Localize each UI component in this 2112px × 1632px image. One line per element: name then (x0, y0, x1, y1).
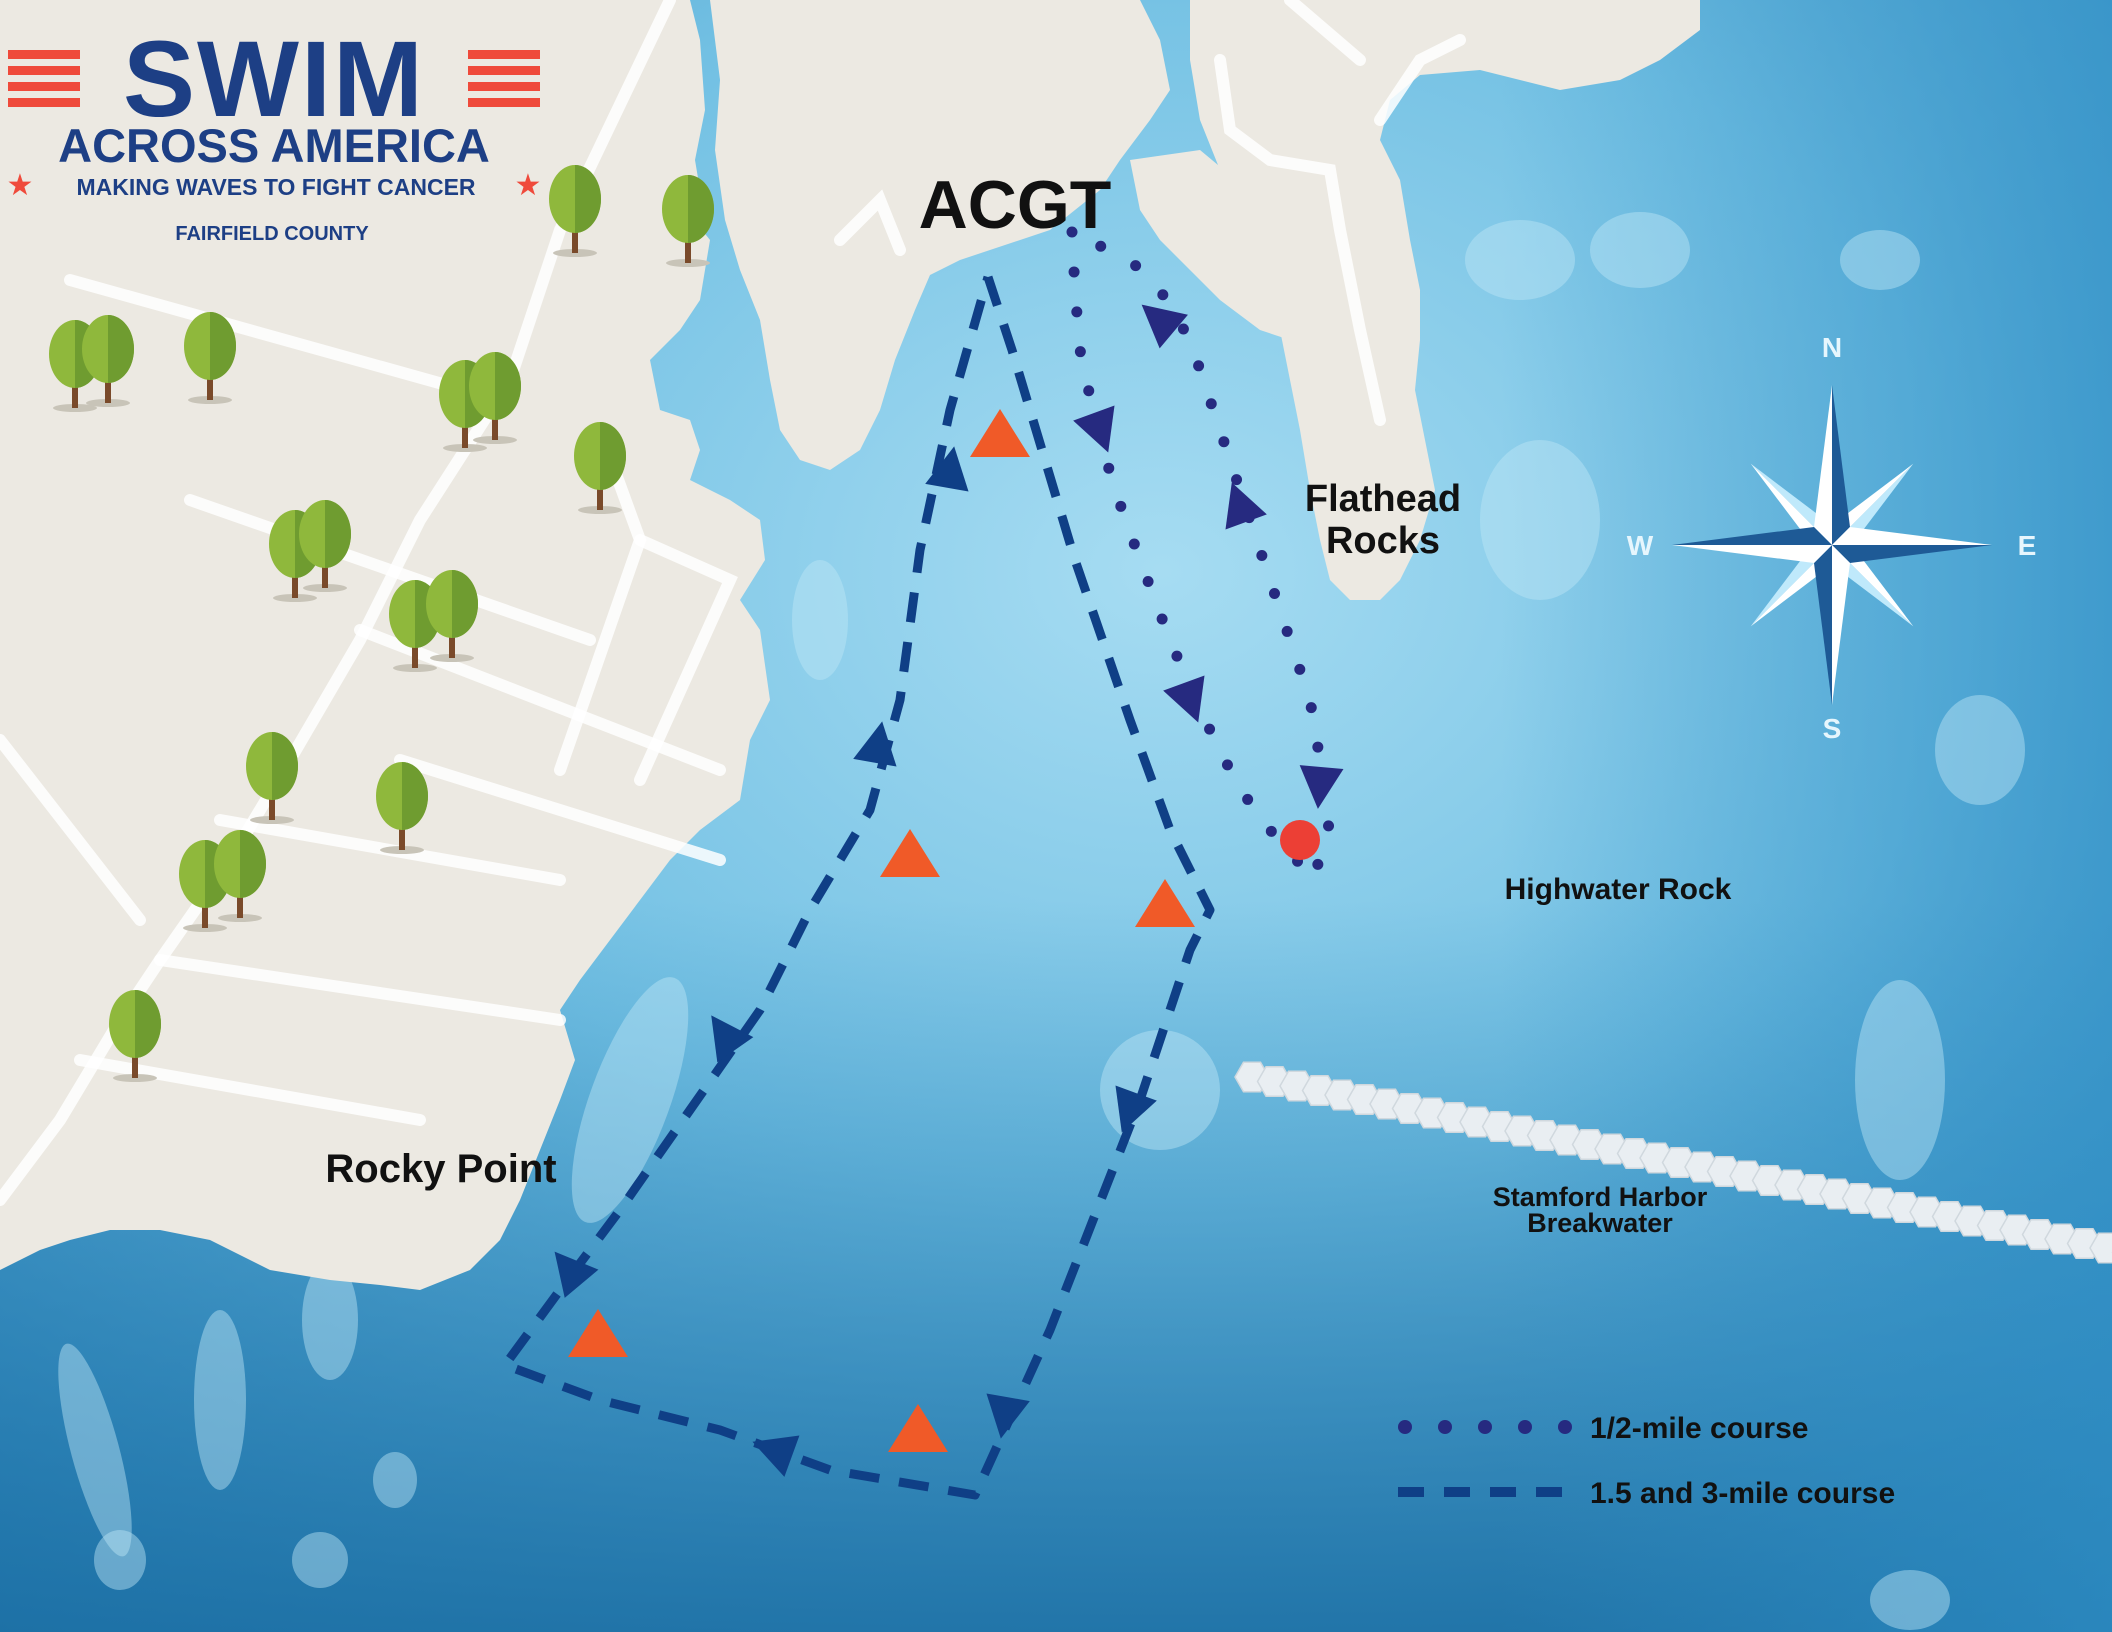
label-acgt: ACGT (919, 167, 1112, 243)
stamford-harbor-breakwater (1234, 1061, 2112, 1264)
tree-icon (549, 165, 601, 257)
highwater-rock-marker (1280, 820, 1320, 860)
compass-rose-icon: N S E W (1627, 332, 2037, 744)
label-rocky-point: Rocky Point (325, 1147, 556, 1191)
logo-star-right: ★ (515, 169, 542, 202)
logo-across-america: ACROSS AMERICA (58, 119, 490, 172)
label-breakwater-line1: Stamford Harbor (1493, 1182, 1708, 1212)
half-mile-course-route (1066, 226, 1336, 891)
tree-icon (469, 352, 521, 444)
compass-e: E (2018, 530, 2037, 561)
tree-icon (574, 422, 626, 514)
direction-arrow-icon (1225, 482, 1267, 530)
label-flathead-rocks-line2: Rocks (1326, 520, 1440, 562)
tree-icon (109, 990, 161, 1082)
long-course-route (500, 275, 1215, 1500)
tree-icon (426, 570, 478, 662)
long-course-path (500, 275, 1215, 1500)
compass-w: W (1627, 530, 1654, 561)
direction-arrow-icon (986, 1393, 1030, 1439)
direction-arrow-icon (711, 1015, 754, 1063)
legend-long-course-label: 1.5 and 3-mile course (1590, 1477, 1895, 1510)
direction-arrow-icon (1299, 765, 1344, 809)
legend: 1/2-mile course 1.5 and 3-mile course (1398, 1412, 1895, 1510)
legend-half-mile-swatch (1398, 1420, 1572, 1434)
half-mile-course-path (1066, 226, 1336, 891)
tree-icon (376, 762, 428, 854)
direction-arrow-icon (554, 1251, 599, 1298)
buoy-icon (568, 1309, 628, 1357)
buoy-icon (970, 409, 1030, 457)
direction-arrows (554, 304, 1344, 1477)
tree-icon (299, 500, 351, 592)
direction-arrow-icon (925, 446, 969, 492)
direction-arrow-icon (1141, 304, 1188, 349)
tree-icon (184, 312, 236, 404)
buoy-icon (880, 829, 940, 877)
logo-chapter: FAIRFIELD COUNTY (175, 223, 369, 245)
tree-icon (246, 732, 298, 824)
buoy-icon (888, 1404, 948, 1452)
label-highwater-rock: Highwater Rock (1505, 873, 1732, 906)
direction-arrow-icon (1073, 405, 1115, 453)
swim-across-america-logo: SWIM ACROSS AMERICA ★ MAKING WAVES TO FI… (7, 18, 542, 245)
tree-icon (82, 315, 134, 407)
direction-arrow-icon (752, 1435, 800, 1477)
buoy-icon (1135, 879, 1195, 927)
direction-arrow-icon (1115, 1085, 1157, 1133)
legend-half-mile-label: 1/2-mile course (1590, 1412, 1808, 1445)
label-breakwater-line2: Breakwater (1527, 1208, 1673, 1238)
tree-icon (214, 830, 266, 922)
label-flathead-rocks-line1: Flathead (1305, 478, 1461, 520)
buoys (568, 409, 1195, 1452)
compass-s: S (1823, 713, 1842, 744)
direction-arrow-icon (1163, 675, 1205, 723)
tree-icon (662, 175, 714, 267)
compass-n: N (1822, 332, 1842, 363)
direction-arrow-icon (853, 721, 897, 767)
logo-star-left: ★ (7, 169, 34, 202)
logo-tagline: MAKING WAVES TO FIGHT CANCER (76, 174, 475, 200)
logo-swim: SWIM (123, 18, 425, 139)
trees (49, 165, 714, 1082)
